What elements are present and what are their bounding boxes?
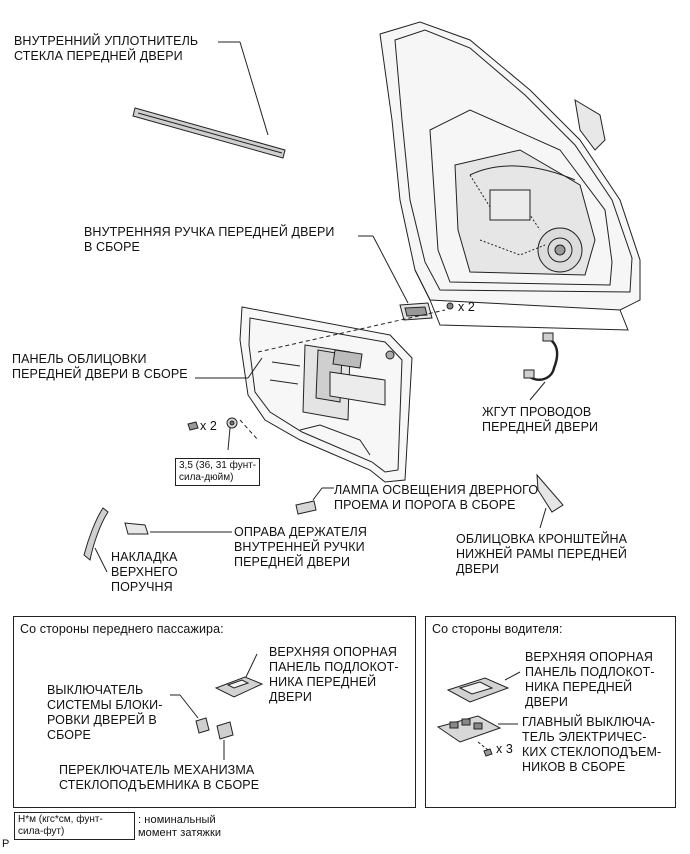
inside-handle-part xyxy=(358,235,454,321)
label-screws-x3: x 3 xyxy=(496,742,513,756)
label-assist-grip-cover: НАКЛАДКА ВЕРХНЕГО ПОРУЧНЯ xyxy=(111,550,178,594)
label-window-switch: ПЕРЕКЛЮЧАТЕЛЬ МЕХАНИЗМА СТЕКЛОПОДЪЕМНИКА… xyxy=(59,763,260,792)
passenger-armrest-panel xyxy=(214,653,264,698)
wire-harness-part xyxy=(523,332,559,401)
frame-cover-part xyxy=(536,473,564,529)
assist-grip-cover-part xyxy=(83,507,109,573)
passenger-box-title: Со стороны переднего пассажира: xyxy=(20,622,224,636)
label-passenger-armrest: ВЕРХНЯЯ ОПОРНАЯ ПАНЕЛЬ ПОДЛОКОТ- НИКА ПЕ… xyxy=(269,645,399,704)
label-inside-handle: ВНУТРЕННЯЯ РУЧКА ПЕРЕДНЕЙ ДВЕРИ В СБОРЕ xyxy=(84,225,335,254)
passenger-side-box xyxy=(13,616,416,808)
label-master-switch: ГЛАВНЫЙ ВЫКЛЮЧА- ТЕЛЬ ЭЛЕКТРИЧЕС- КИХ СТ… xyxy=(522,715,662,774)
driver-side-box xyxy=(425,616,676,808)
label-lock-switch: ВЫКЛЮЧАТЕЛЬ СИСТЕМЫ БЛОКИ- РОВКИ ДВЕРЕЙ … xyxy=(47,683,163,742)
label-glass-weatherstrip: ВНУТРЕННИЙ УПЛОТНИТЕЛЬ СТЕКЛА ПЕРЕДНЕЙ Д… xyxy=(14,34,199,63)
driver-box-title: Со стороны водителя: xyxy=(432,622,563,636)
screw-group xyxy=(187,417,238,451)
label-wire-harness: ЖГУТ ПРОВОДОВ ПЕРЕДНЕЙ ДВЕРИ xyxy=(482,405,599,434)
courtesy-lamp-part xyxy=(295,487,334,515)
label-frame-cover: ОБЛИЦОВКА КРОНШТЕЙНА НИЖНЕЙ РАМЫ ПЕРЕДНЕ… xyxy=(456,532,628,576)
legend-unit-box: Н*м (кгс*см, фунт- сила-фут) xyxy=(14,812,135,840)
corner-mark: P xyxy=(2,838,10,850)
label-handle-bezel: ОПРАВА ДЕРЖАТЕЛЯ ВНУТРЕННЕЙ РУЧКИ ПЕРЕДН… xyxy=(234,525,367,569)
label-screws-x2-bottom: x 2 xyxy=(200,419,217,433)
torque-spec-box: 3,5 (36, 31 фунт- сила-дюйм) xyxy=(175,458,261,486)
passenger-window-switch xyxy=(216,721,234,760)
glass-weatherstrip-part xyxy=(132,41,286,159)
legend-meaning: : номинальный момент затяжки xyxy=(138,814,222,839)
driver-armrest-panel xyxy=(446,671,521,703)
passenger-lock-switch xyxy=(170,694,210,734)
driver-master-switch xyxy=(436,715,518,757)
door-trim-panel-part xyxy=(195,306,446,483)
label-screws-x2-top: x 2 xyxy=(458,300,475,314)
label-driver-armrest: ВЕРХНЯЯ ОПОРНАЯ ПАНЕЛЬ ПОДЛОКОТ- НИКА ПЕ… xyxy=(525,650,655,709)
handle-bezel-part xyxy=(124,522,232,535)
front-door-shell xyxy=(379,21,641,331)
label-courtesy-lamp: ЛАМПА ОСВЕЩЕНИЯ ДВЕРНОГО ПРОЕМА И ПОРОГА… xyxy=(334,483,539,512)
label-door-trim-panel: ПАНЕЛЬ ОБЛИЦОВКИ ПЕРЕДНЕЙ ДВЕРИ В СБОРЕ xyxy=(12,352,188,381)
